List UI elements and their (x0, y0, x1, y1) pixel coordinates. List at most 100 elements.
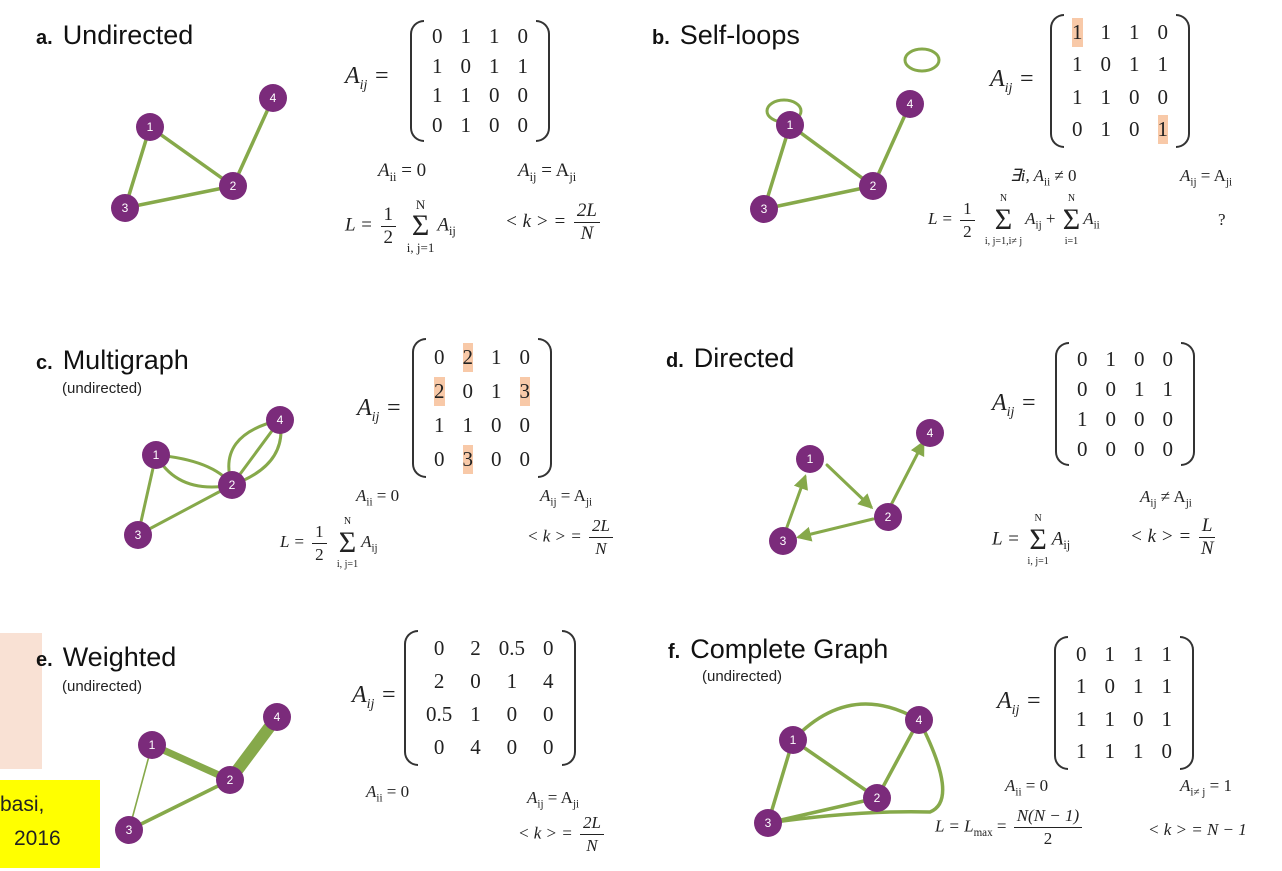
svg-text:3: 3 (135, 528, 142, 542)
panel-e-formula-aii: Aii = 0 (366, 782, 410, 805)
matrix-cell: 1 (1161, 641, 1173, 666)
matrix-cell: 1 (1157, 115, 1168, 145)
matrix-cell: 0 (1134, 436, 1145, 461)
matrix-cell: 0 (517, 112, 529, 137)
svg-text:2: 2 (870, 179, 877, 193)
matrix-cell: 0 (1129, 84, 1140, 109)
svg-text:1: 1 (787, 118, 794, 132)
svg-text:4: 4 (270, 91, 277, 105)
node-3: 3 (769, 527, 797, 555)
matrix-cell: 0 (460, 53, 472, 78)
matrix-cell: 0 (1077, 376, 1088, 401)
svg-text:3: 3 (780, 534, 787, 548)
panel-d-formula-asymmetric: Aij ≠ Aji (1140, 487, 1192, 510)
matrix-cell: 0 (543, 636, 554, 660)
panel-c-title: c.Multigraph (36, 345, 189, 376)
matrix-cell: 0 (489, 112, 500, 137)
citation-line-2: 2016 (14, 827, 61, 850)
matrix-cell: 2 (433, 669, 445, 693)
matrix-cell: 0 (470, 669, 481, 693)
svg-text:2: 2 (229, 478, 236, 492)
matrix-right-bracket (1181, 342, 1195, 466)
matrix-right-bracket (1180, 636, 1194, 770)
panel-a-matrix-label: Aij = (345, 63, 390, 93)
edge-1-4 (791, 702, 921, 742)
matrix-cell: 0 (506, 702, 518, 726)
node-1: 1 (136, 113, 164, 141)
panel-d-letter: d. (666, 350, 684, 372)
citation-line-1: basi, (0, 793, 45, 816)
matrix-cell: 1 (491, 378, 502, 403)
matrix-cell: 1 (1134, 376, 1145, 401)
matrix-cell: 1 (1133, 739, 1144, 764)
panel-e-subtitle: (undirected) (62, 678, 143, 695)
matrix-cell: 1 (1129, 52, 1140, 77)
node-3: 3 (754, 809, 782, 837)
panel-b-title: b.Self-loops (652, 20, 800, 51)
matrix-left-bracket (1050, 14, 1064, 148)
matrix-cell: 2 (462, 342, 473, 372)
panel-f-formula-L: L = Lmax = N(N − 1)2 (935, 805, 1085, 850)
edge-3-2 (123, 184, 235, 210)
matrix-right-bracket (536, 20, 550, 142)
panel-f-graph: 1 2 3 4 (754, 702, 945, 837)
matrix-cell: 1 (1100, 19, 1112, 44)
panel-e-letter: e. (36, 649, 53, 671)
node-2: 2 (218, 471, 246, 499)
matrix-left-bracket (404, 630, 418, 766)
svg-text:3: 3 (126, 823, 133, 837)
matrix-cell: 1 (470, 702, 481, 726)
matrix-cell: 0 (1134, 406, 1145, 431)
svg-text:1: 1 (147, 120, 154, 134)
matrix-cell: 1 (1072, 52, 1083, 77)
matrix-cell: 1 (1161, 674, 1173, 699)
panel-e-formula-symmetric: Aij = Aji (527, 788, 580, 811)
panel-a-graph: 1 2 3 4 (111, 84, 287, 222)
svg-text:2: 2 (230, 179, 237, 193)
svg-text:1: 1 (149, 738, 156, 752)
matrix-cell: 1 (1076, 706, 1087, 731)
matrix-cell: 1 (1072, 17, 1083, 47)
panel-a-formula-aii: Aii = 0 (378, 160, 427, 184)
edge-1-2 (788, 123, 875, 188)
matrix-right-bracket (538, 338, 552, 478)
panel-a-title-text: Undirected (62, 20, 194, 50)
edge-1-3 (762, 123, 792, 211)
panel-b-matrix-label: Aij = (990, 66, 1035, 96)
matrix-cell: 1 (434, 412, 445, 437)
node-3: 3 (750, 195, 778, 223)
matrix-cell: 0.5 (426, 702, 453, 726)
panel-f-formula-aii: Aii = 0 (1005, 776, 1049, 799)
panel-f-formula-offdiag: Ai≠ j = 1 (1180, 776, 1232, 799)
edge-1-to-2 (825, 463, 874, 510)
node-1: 1 (779, 726, 807, 754)
node-2: 2 (863, 784, 891, 812)
panel-c-matrix-label: Aij = (357, 395, 402, 425)
matrix-cell: 1 (1162, 376, 1174, 401)
svg-text:1: 1 (790, 733, 797, 747)
left-edge-pink-box (0, 633, 42, 769)
matrix-cell: 0 (1162, 406, 1174, 431)
matrix-cell: 0 (491, 412, 502, 437)
matrix-cell: 4 (470, 735, 481, 759)
matrix-cell: 0 (462, 378, 474, 403)
edge-1-3 (123, 125, 152, 210)
matrix-cell: 0 (432, 112, 443, 137)
panel-f-formula-k: < k > = N − 1 (1148, 820, 1247, 839)
matrix-cell: 0 (519, 412, 531, 437)
panel-f-letter: f. (668, 641, 681, 663)
node-2: 2 (219, 172, 247, 200)
node-1: 1 (776, 111, 804, 139)
matrix-cell: 0 (1133, 706, 1144, 731)
edge-2-to-3 (796, 517, 875, 542)
matrix-cell: 0 (543, 735, 554, 759)
